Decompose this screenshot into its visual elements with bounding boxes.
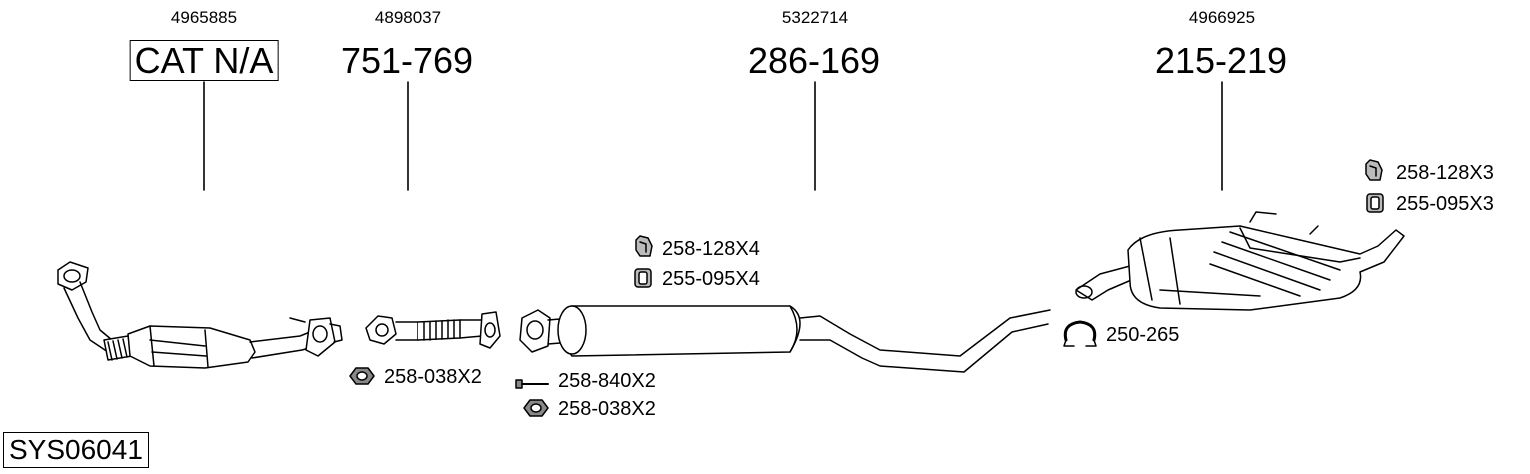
accessory-label: 258-038X2: [384, 366, 482, 388]
bolt-icon: [515, 379, 549, 389]
nut-icon: [349, 367, 375, 385]
rear-silencer-drawing: [1075, 211, 1405, 311]
accessory-label: 255-095X3: [1396, 193, 1494, 215]
centre-silencer-drawing: [519, 305, 1051, 373]
intermediate-pipe-drawing: [365, 311, 501, 349]
part-number: 215-219: [1154, 40, 1288, 81]
part-number: 751-769: [340, 40, 474, 81]
accessory-label: 258-038X2: [558, 398, 656, 420]
oe-number: 4965885: [170, 8, 238, 27]
pipe-clamp-icon: [1063, 320, 1097, 347]
nut-icon: [523, 399, 549, 417]
accessory-label: 258-128X4: [662, 238, 760, 260]
accessory-label: 255-095X4: [662, 268, 760, 290]
oe-number: 4966925: [1188, 8, 1256, 27]
oe-number: 4898037: [374, 8, 442, 27]
rubber-hanger-icon: [1365, 159, 1383, 181]
accessory-label: 258-840X2: [558, 370, 656, 392]
part-number: 286-169: [747, 40, 881, 81]
leader-lines: [203, 81, 1223, 191]
part-number: CAT N/A: [129, 40, 279, 81]
rubber-hanger-icon: [635, 235, 653, 257]
rubber-mount-icon: [634, 268, 652, 288]
rubber-mount-icon: [1366, 193, 1384, 213]
catalytic-converter-drawing: [57, 261, 343, 369]
system-code: SYS06041: [3, 432, 149, 468]
accessory-label: 258-128X3: [1396, 162, 1494, 184]
oe-number: 5322714: [781, 8, 849, 27]
accessory-label: 250-265: [1106, 324, 1180, 346]
